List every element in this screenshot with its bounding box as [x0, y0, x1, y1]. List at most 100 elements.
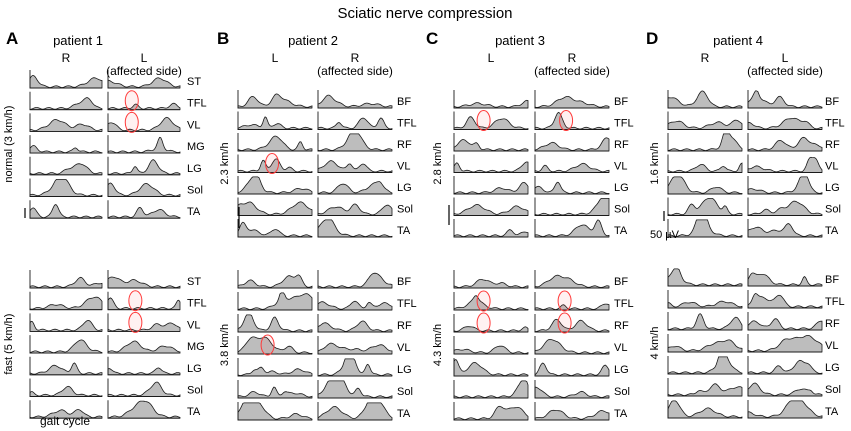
trace-axis — [317, 133, 392, 152]
trace-axis — [534, 380, 609, 399]
emg-trace — [667, 300, 743, 309]
muscle-label: VL — [397, 342, 410, 354]
column-label-affected: (affected side) — [317, 64, 393, 78]
column-label-affected: (affected side) — [106, 64, 182, 78]
emg-trace — [107, 206, 181, 219]
emg-trace — [667, 119, 743, 130]
condition-label: fast (5 km/h) — [3, 314, 15, 375]
panel-letter: D — [646, 29, 658, 48]
column-label-right: L — [141, 51, 148, 65]
trace-axis — [237, 270, 312, 289]
muscle-label: Sol — [614, 386, 630, 398]
trace-axis — [667, 90, 742, 109]
emg-trace — [29, 385, 103, 397]
muscle-label: BF — [614, 276, 628, 288]
trace-axis — [237, 197, 312, 216]
emg-trace — [317, 320, 393, 333]
emg-trace — [29, 296, 103, 311]
emg-trace — [667, 356, 743, 375]
emg-trace — [534, 162, 610, 173]
emg-trace — [317, 402, 393, 421]
trace-axis — [453, 197, 528, 216]
emg-trace — [237, 292, 313, 311]
emg-trace — [453, 405, 529, 421]
emg-trace — [107, 400, 181, 419]
trace-axis — [667, 197, 742, 216]
muscle-label: VL — [614, 161, 627, 173]
muscle-label: BF — [397, 96, 411, 108]
emg-trace — [29, 75, 103, 89]
trace-axis — [453, 358, 528, 377]
highlight-marker — [559, 110, 574, 131]
trace-axis — [29, 156, 102, 176]
trace-axis — [453, 176, 528, 195]
emg-trace — [317, 160, 393, 173]
trace-axis — [107, 313, 180, 332]
trace-axis — [107, 178, 180, 197]
trace-axis — [29, 356, 102, 376]
muscle-label: BF — [614, 96, 628, 108]
emg-trace — [29, 118, 103, 132]
muscle-label: TA — [397, 408, 411, 420]
emg-trace — [29, 409, 103, 419]
highlight-marker — [476, 110, 491, 131]
trace-axis — [29, 313, 102, 332]
muscle-label: Sol — [397, 204, 413, 216]
emg-trace — [747, 176, 823, 195]
emg-trace — [453, 116, 529, 130]
emg-trace — [107, 102, 181, 111]
trace-axis — [747, 378, 822, 397]
trace-axis — [747, 197, 822, 216]
condition-label: 3.8 km/h — [219, 324, 231, 366]
emg-trace — [107, 159, 181, 176]
trace-axis — [237, 336, 312, 355]
muscle-label: TFL — [614, 118, 634, 130]
trace-axis — [107, 291, 180, 311]
highlight-marker — [124, 111, 139, 133]
muscle-label: RF — [825, 139, 840, 151]
trace-axis — [29, 200, 102, 219]
trace-axis — [107, 135, 180, 154]
emg-trace — [667, 383, 743, 397]
trace-axis — [317, 292, 392, 311]
condition-label: 4.3 km/h — [432, 324, 444, 366]
trace-axis — [237, 314, 312, 333]
emg-trace — [747, 272, 823, 287]
muscle-label: BF — [825, 274, 839, 286]
muscle-label: Sol — [825, 204, 841, 216]
column-label-right: R — [351, 51, 360, 65]
patient-title: patient 4 — [713, 33, 763, 48]
emg-trace — [317, 203, 393, 216]
trace-axis — [237, 90, 312, 109]
muscle-label: TA — [825, 406, 839, 418]
muscle-label: VL — [397, 161, 410, 173]
trace-axis — [453, 90, 528, 109]
muscle-label: TFL — [825, 118, 845, 130]
emg-trace — [747, 136, 823, 152]
emg-trace — [237, 176, 313, 195]
emg-trace — [237, 386, 313, 399]
muscle-label: RF — [614, 139, 629, 151]
column-label-affected: (affected side) — [534, 64, 610, 78]
highlight-marker — [476, 290, 491, 312]
muscle-label: TA — [187, 206, 201, 218]
highlight-marker — [265, 153, 280, 174]
emg-trace — [747, 400, 823, 419]
muscle-label: Sol — [187, 185, 203, 197]
trace-axis — [534, 270, 609, 289]
muscle-label: RF — [397, 139, 412, 151]
muscle-label: ST — [187, 276, 201, 288]
emg-trace — [453, 380, 529, 399]
trace-axis — [534, 197, 609, 216]
emg-trace — [107, 136, 181, 154]
trace-axis — [453, 111, 528, 130]
panel-letter: B — [217, 29, 229, 48]
emg-trace — [317, 133, 393, 152]
emg-trace — [453, 326, 529, 333]
trace-axis — [29, 335, 102, 354]
emg-trace — [107, 116, 181, 132]
